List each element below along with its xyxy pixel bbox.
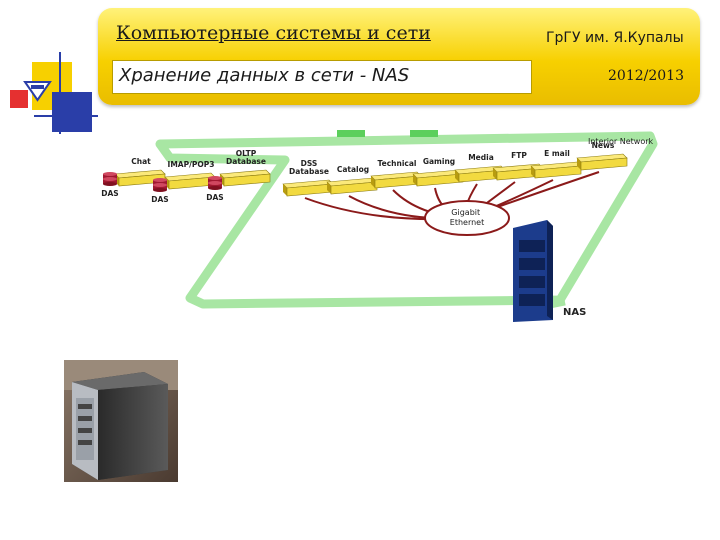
server-label: Chat (131, 157, 151, 166)
server-label: OLTP (236, 149, 257, 158)
server-unit (326, 177, 378, 195)
das-label: DAS (151, 195, 168, 204)
server-label: IMAP/POP3 (168, 160, 215, 169)
interior-network-label: Interior Network (588, 137, 653, 146)
university-logo-icon (10, 52, 98, 134)
server-unit (530, 161, 582, 179)
gigabit-ethernet-label: Gigabit Ethernet (450, 208, 484, 227)
server-label: Database (226, 157, 266, 166)
server-unit (282, 179, 334, 197)
backbone-network (155, 131, 658, 309)
das-label: DAS (101, 189, 118, 198)
university-name: ГрГУ им. Я.Купалы (546, 30, 684, 46)
das-units: DAS DAS DAS (101, 172, 224, 204)
slide-header: Компьютерные системы и сети Хранение дан… (98, 8, 700, 105)
server-label: Gaming (423, 157, 455, 166)
server-label: Database (289, 167, 329, 176)
network-switches (337, 130, 438, 137)
das-label: DAS (206, 193, 223, 202)
course-title: Компьютерные системы и сети (116, 22, 431, 44)
server-unit (370, 171, 422, 189)
nas-network-diagram: Gigabit Ethernet NAS Interior Network Ch… (101, 130, 658, 322)
server-unit (164, 172, 216, 190)
gigabit-ethernet-cloud (424, 200, 510, 236)
server-label: FTP (511, 151, 527, 160)
das-disk-icon (153, 178, 167, 192)
server-label: Catalog (337, 165, 369, 174)
academic-year: 2012/2013 (608, 68, 684, 84)
server-label: News (592, 141, 615, 150)
server-label: DSS (301, 159, 318, 168)
server-unit (219, 169, 271, 187)
das-disk-icon (103, 172, 117, 186)
server-label: Media (468, 153, 494, 162)
server-unit (576, 153, 628, 171)
server-label: E mail (544, 149, 570, 158)
nas-device (513, 220, 553, 322)
das-disk-icon (208, 176, 222, 190)
nas-label: NAS (563, 307, 586, 318)
nas-device-photo (64, 360, 178, 482)
server-label: Technical (378, 159, 417, 168)
slide-subtitle-box: Хранение данных в сети - NAS (112, 60, 532, 94)
slide-subtitle: Хранение данных в сети - NAS (119, 65, 410, 86)
